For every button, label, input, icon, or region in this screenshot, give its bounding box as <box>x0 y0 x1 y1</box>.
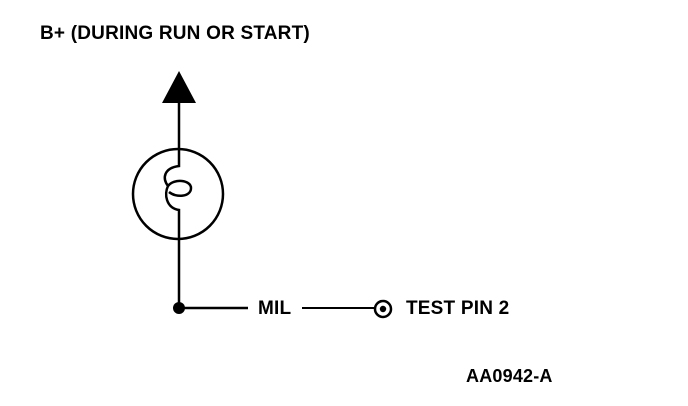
mil-label: MIL <box>258 298 292 319</box>
test-pin-label: TEST PIN 2 <box>406 298 510 319</box>
supply-arrow-icon <box>162 71 196 103</box>
supply-label: B+ (DURING RUN OR START) <box>40 23 310 44</box>
figure-id: AA0942-A <box>466 366 553 386</box>
test-pin-terminal-center <box>379 305 387 313</box>
lamp-filament-loop <box>167 179 193 197</box>
